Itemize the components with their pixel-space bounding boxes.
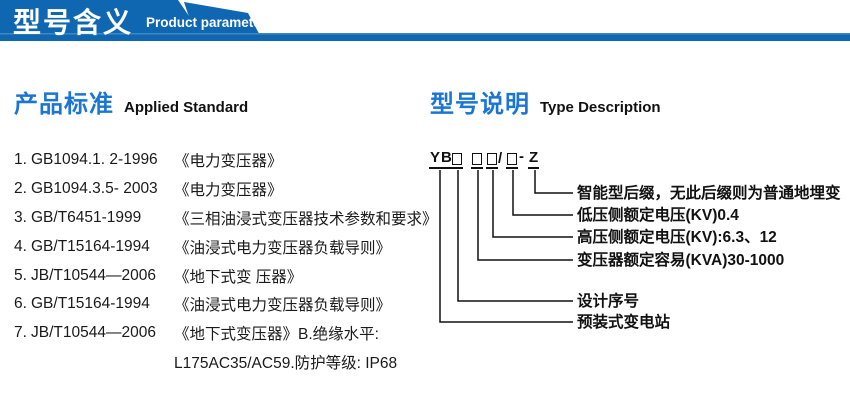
type-description-heading-cn: 型号说明	[430, 91, 530, 118]
standard-number: 5.	[14, 266, 27, 284]
header-banner: 型号含义 Product parameters	[0, 0, 850, 42]
standard-item: 5. JB/T10544—2006 《地下式变 压器》	[14, 261, 426, 290]
diagram-label-hv-voltage: 高压侧额定电压(KV):6.3、12	[577, 229, 777, 246]
type-description-heading-en: Type Description	[540, 99, 661, 116]
standard-code: JB/T10544—2006	[31, 324, 156, 342]
standard-number: 2.	[14, 180, 27, 198]
model-suffix: Z	[528, 149, 540, 169]
model-designation-diagram: YB / - Z 智能型后缀，无此后缀则为普通地埋变 低压侧额定电压(KV)0.…	[425, 145, 850, 350]
diagram-label-rated-capacity: 变压器额定容易(KVA)30-1000	[577, 252, 785, 269]
diagram-label-lv-voltage: 低压侧额定电压(KV)0.4	[577, 207, 739, 224]
standard-item: 1. GB1094.1. 2-1996 《电力变压器》	[14, 146, 426, 175]
standard-number: 7.	[14, 324, 27, 342]
page-subtitle: Product parameters	[146, 15, 274, 30]
standard-number: 4.	[14, 237, 27, 255]
standard-title: 《三相油浸式变压器技术参数和要求》	[174, 210, 438, 228]
page-title: 型号含义	[13, 7, 134, 38]
diagram-label-design-serial: 设计序号	[577, 293, 640, 310]
model-slash: /	[498, 150, 503, 167]
connector-lines	[439, 170, 573, 323]
standard-item: 3. GB/T6451-1999 《三相油浸式变压器技术参数和要求》	[14, 204, 438, 233]
model-prefix: YB	[429, 149, 454, 169]
standard-code: JB/T10544—2006	[31, 266, 156, 284]
standard-number: 1.	[14, 151, 27, 169]
standard-item-continuation: L175AC35/AC59.防护等级: IP68	[14, 348, 426, 377]
standard-code: GB/T15164-1994	[31, 237, 150, 255]
standard-item: 2. GB1094.3.5- 2003 《电力变压器》	[14, 175, 426, 204]
standard-title: 《油浸式电力变压器负载导则》	[174, 239, 392, 257]
standard-title: 《油浸式电力变压器负载导则》	[174, 297, 392, 315]
standard-code: GB/T6451-1999	[31, 208, 142, 226]
diagram-label-prefab-substation: 预装式变电站	[577, 314, 671, 331]
standard-title: 《地下式变压器》B.绝缘水平:	[174, 326, 379, 344]
standard-number: 3.	[14, 208, 27, 226]
applied-standard-heading-cn: 产品标准	[14, 91, 114, 118]
standard-continuation-text: L175AC35/AC59.防护等级: IP68	[174, 354, 398, 372]
applied-standard-heading-en: Applied Standard	[124, 99, 249, 116]
standard-title: 《电力变压器》	[174, 153, 283, 171]
banner-shape	[0, 0, 850, 41]
type-description-heading: 型号说明 Type Description	[430, 84, 661, 119]
standard-title: 《地下式变 压器》	[174, 268, 303, 286]
model-box-design-serial	[451, 153, 463, 169]
model-box-hv-voltage	[486, 153, 498, 169]
diagram-label-smart-suffix: 智能型后缀，无此后缀则为普通地埋变	[577, 185, 841, 202]
standard-item: 4. GB/T15164-1994 《油浸式电力变压器负载导则》	[14, 232, 426, 261]
standard-code: GB/T15164-1994	[31, 295, 150, 313]
standard-title: 《电力变压器》	[174, 182, 283, 200]
model-box-lv-voltage	[506, 153, 518, 169]
standard-code: GB1094.1. 2-1996	[31, 151, 158, 169]
model-dash: -	[519, 148, 524, 165]
standard-item: 6. GB/T15164-1994 《油浸式电力变压器负载导则》	[14, 290, 426, 319]
model-box-capacity	[471, 153, 483, 169]
standard-number: 6.	[14, 295, 27, 313]
standards-list: 1. GB1094.1. 2-1996 《电力变压器》 2. GB1094.3.…	[14, 146, 438, 377]
standard-code: GB1094.3.5- 2003	[31, 180, 158, 198]
applied-standard-heading: 产品标准 Applied Standard	[14, 84, 248, 119]
standard-item: 7. JB/T10544—2006 《地下式变压器》B.绝缘水平:	[14, 319, 426, 348]
